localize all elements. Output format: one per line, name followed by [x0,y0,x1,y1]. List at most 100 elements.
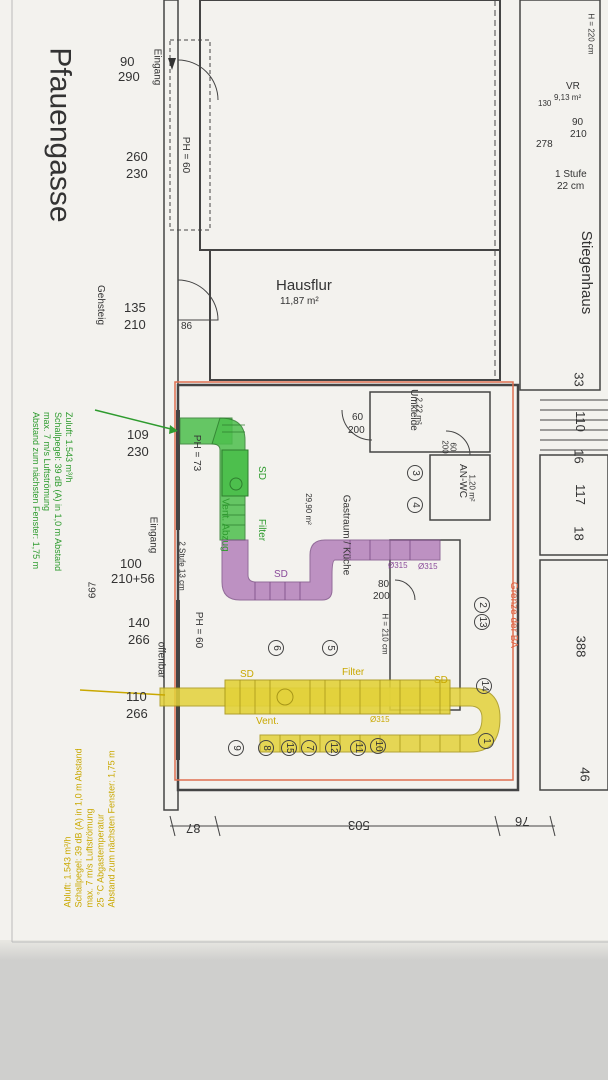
dim-86: 86 [181,321,193,332]
yellow-sd: SD [240,669,254,680]
purple-exhaust-duct [221,539,441,601]
grenze-boundary [174,381,514,781]
yellow-exhaust-duct [159,679,501,753]
anwc-walls [429,454,491,521]
yellow-note-5: Abstand zum nächsten Fenster: 1,75 m [106,750,117,908]
num-6: 6 [268,640,284,656]
num-1: 1 [478,733,494,749]
green-vent: Vent. Abzug [219,498,231,552]
dim-503: 503 [348,818,370,833]
stiegenhaus-walls [519,0,601,391]
paper-edge [0,940,608,960]
yellow-note-2: Schallpegel: 39 dB (A) in 1,0 m Abstand [73,748,84,908]
ph-60-mid: PH = 60 [193,611,205,649]
gastraum-name: Gastraum / Küche [340,494,352,576]
yellow-filter: Filter [342,667,365,678]
num-10: 10 [370,738,386,754]
purple-sd: SD [274,569,288,580]
dim-117: 117 [572,484,588,505]
ph-73: PH = 73 [191,434,203,472]
green-filter: Filter [256,518,268,542]
dim-200-a: 200 [348,425,365,436]
dim-266: 266 [128,632,150,647]
dim-87: 87 [186,821,201,836]
green-sd: SD [255,466,267,480]
dim-140: 140 [128,615,150,630]
hausflur-name: Hausflur [276,277,332,294]
num-5: 5 [322,640,338,656]
h-210-label: H = 210 cm [380,613,390,655]
dim-200-c: 200 [373,591,390,602]
dim-33: 33 [571,372,587,387]
green-note-1: Zuluft: 1.543 m³/h [64,412,74,483]
dim-135: 135 [124,300,146,315]
green-note-3: max. 7 m/s Luftströmung [42,412,52,512]
anwc-name: AN-WC [456,464,468,498]
dim-667: 667 [87,581,99,599]
yellow-leader [79,689,166,696]
window-top [169,39,211,231]
yellow-note-3: max. 7 m/s Luftströmung [84,808,95,908]
sturz-label: 2 Stufe 13 cm [177,541,187,591]
yellow-sd-2: SD [434,675,448,686]
stairs [540,399,608,451]
door-umkleide [341,409,373,441]
door-wc [445,430,471,456]
dim-18: 18 [571,526,587,541]
dim-60-a: 60 [352,412,364,423]
dim-210-56: 210+56 [111,571,155,586]
yellow-note-4: 25 °C Abgastemperatur [95,813,106,908]
hausflur-walls [209,249,501,381]
grenze-label: Grenze der BA [508,581,520,649]
shop-walls [176,383,520,792]
dim-109: 109 [127,427,149,442]
sidewalk-label: Gehsteig [95,284,107,326]
green-note-4: Abstand zum nächsten Fenster: 1,75 m [31,412,41,570]
purple-d315-b: Ø315 [388,561,408,570]
room-117 [539,454,608,556]
eingang-mid: Eingang [147,516,159,554]
door-swing-top [177,59,219,101]
dim-260: 260 [126,149,148,164]
offenbar-label: offenbar [155,641,167,679]
num-12: 12 [325,740,341,756]
dim-46: 46 [577,767,593,782]
dim-230-b: 230 [127,444,149,459]
purple-d315: Ø315 [418,562,438,571]
dim-76: 76 [515,814,530,829]
floor-plan-drawing [11,0,608,943]
h-220: H = 220 cm [586,13,596,55]
green-notes: Zuluft: 1.543 m³/h Schallpegel: 39 dB (A… [30,412,74,632]
hausflur-upper-walls [199,0,501,251]
gastraum-area: 29,90 m² [303,493,313,525]
num-2: 2 [474,597,490,613]
stufe-cm: 22 cm [557,181,585,192]
dim-290: 290 [118,69,140,84]
entrance-arrow [168,58,176,70]
num-9: 9 [228,740,244,756]
yellow-notes: Abluft: 1.543 m³/h Schallpegel: 39 dB (A… [63,668,118,908]
num-8: 8 [258,740,274,756]
num-11: 11 [350,740,366,756]
green-supply-duct [179,417,249,541]
plan-paper [0,0,608,955]
dim-16: 16 [571,449,587,464]
dim-266-b: 266 [126,706,148,721]
dim-90-vr: 90 [572,117,584,128]
dim-200-b: 200 [440,440,450,454]
yellow-d315: Ø315 [370,715,390,724]
num-7: 7 [301,740,317,756]
room-388 [539,559,608,791]
num-15: 15 [281,740,297,756]
dim-210-vr: 210 [570,129,587,140]
vr-name: VR [566,81,580,92]
street-name: Pfauengasse [43,47,77,223]
green-leader [94,409,176,431]
green-note-2: Schallpegel: 39 dB (A) in 1,0 m Abstand [53,412,63,572]
ph-60-top: PH = 60 [180,136,192,174]
umkleide-walls [369,391,491,453]
dim-110: 110 [572,411,588,432]
door-kitchen [394,579,416,601]
hausflur-area: 11,87 m² [280,296,319,307]
dim-278: 278 [536,139,553,150]
